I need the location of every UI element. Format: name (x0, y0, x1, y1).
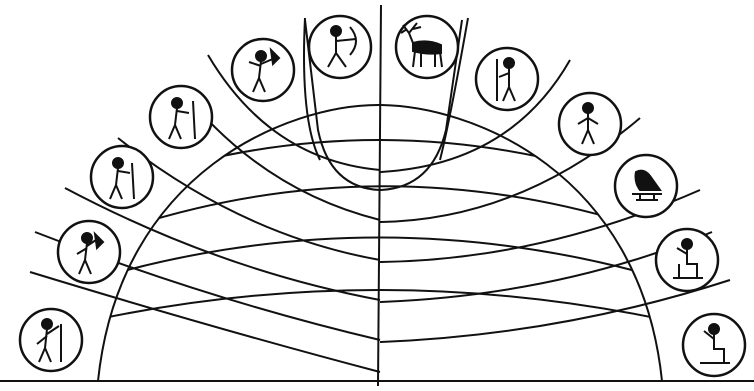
medallion-deity-with-spear (476, 48, 538, 110)
central-meridian-line (378, 5, 381, 386)
medallion-figure-carrying-2 (232, 39, 294, 101)
medallion-figure-with-bow (309, 16, 371, 78)
medallion-standing-figure-left (20, 309, 82, 371)
medallion-figure-carrying-1 (58, 221, 120, 283)
medallion-standing-figure (559, 93, 621, 155)
medallion-seated-figure-right-1 (656, 229, 718, 291)
medallion-figure-with-staff-1 (91, 146, 153, 208)
radial-line-left-1 (30, 272, 380, 372)
medallion-figure-with-staff-2 (150, 86, 212, 148)
medallions-group (20, 16, 745, 376)
medallion-seated-figure-right-2 (683, 314, 745, 376)
hour-arc-4 (30, 290, 730, 335)
medallion-stag (396, 16, 458, 78)
medallion-falcon-on-perch (615, 155, 677, 217)
